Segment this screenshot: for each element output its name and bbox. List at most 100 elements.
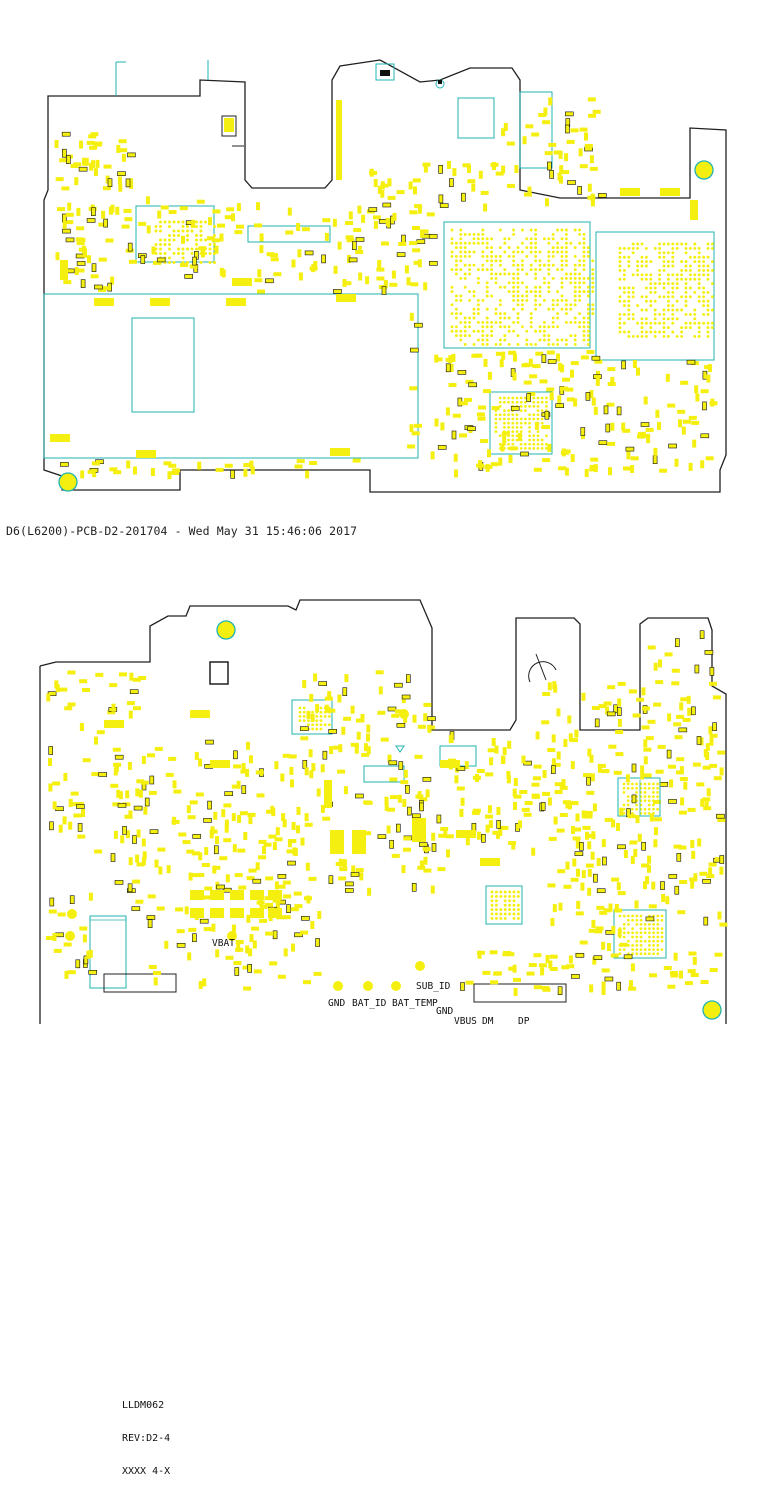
bga-ball [516, 285, 520, 289]
bga-ball [485, 237, 489, 241]
component-pad [94, 736, 98, 745]
bga-ball [684, 268, 688, 272]
component-pad [542, 458, 551, 463]
bga-ball [547, 241, 551, 245]
component-pad [63, 773, 68, 781]
component-pad [253, 969, 262, 974]
component-pad [275, 827, 280, 836]
bga-ball [618, 295, 622, 299]
bga-ball [666, 277, 670, 281]
component-pad [392, 212, 397, 221]
bga-ball [512, 899, 516, 903]
bga-ball [710, 321, 714, 325]
bga-ball [627, 264, 631, 268]
component-pad [581, 870, 586, 879]
bga-ball [520, 263, 524, 267]
bga-ball [551, 276, 555, 280]
bga-ball [622, 786, 626, 790]
component-pad [195, 792, 204, 797]
bga-ball [684, 312, 688, 316]
component-pad [471, 353, 480, 358]
component-pad [405, 674, 411, 683]
component-pad [65, 237, 75, 243]
component-pad [118, 791, 123, 800]
component-pad [411, 882, 417, 892]
component-pad [437, 867, 446, 872]
component-pad [593, 873, 598, 883]
component-pad [502, 435, 507, 444]
bga-ball [476, 237, 480, 241]
component-pad [378, 686, 383, 695]
bga-ball [591, 303, 595, 307]
component-pad [368, 207, 378, 212]
component-pad [440, 422, 445, 431]
bga-ball [702, 290, 706, 294]
bga-ball [463, 246, 467, 250]
bga-ball [454, 241, 458, 245]
component-pad [79, 926, 88, 931]
component-pad [607, 367, 616, 372]
bga-ball [524, 409, 527, 412]
testpoint-pad [399, 709, 409, 719]
bga-ball [503, 894, 507, 898]
component-pad [210, 890, 224, 900]
component-pad [478, 460, 482, 469]
bga-ball [622, 268, 626, 272]
bga-ball [643, 812, 647, 815]
component-pad [592, 803, 597, 812]
component-pad [119, 148, 128, 153]
component-pad [702, 370, 708, 380]
component-pad [561, 965, 570, 970]
bga-ball [450, 285, 454, 289]
bga-ball [680, 242, 684, 246]
component-pad [145, 196, 150, 205]
bga-ball [508, 912, 512, 916]
component-pad [580, 355, 589, 360]
bga-ball [702, 260, 706, 264]
bga-ball [658, 273, 662, 277]
component-pad [350, 872, 360, 877]
component-pad [423, 164, 428, 173]
bga-ball [503, 916, 507, 920]
bga-ball [693, 260, 697, 264]
bga-ball [635, 782, 638, 786]
component-pad [467, 179, 476, 184]
bga-ball [697, 282, 701, 286]
bga-ball [450, 325, 454, 329]
component-pad [637, 431, 646, 436]
component-pad [317, 911, 322, 919]
component-pad [566, 139, 575, 144]
component-pad [57, 912, 66, 917]
bga-ball [540, 421, 544, 425]
component-pad [322, 218, 331, 223]
component-pad [460, 797, 465, 806]
component-pad [425, 789, 430, 798]
component-pad [401, 234, 406, 244]
bga-ball [536, 413, 540, 417]
component-pad [484, 465, 493, 469]
bga-ball [643, 782, 647, 786]
bga-ball [532, 438, 536, 442]
component-pad [542, 770, 547, 778]
component-pad [272, 842, 277, 850]
bga-ball [560, 237, 564, 241]
component-pad [619, 942, 628, 947]
bga-ball [463, 272, 467, 276]
component-pad [557, 869, 566, 874]
component-pad [475, 774, 479, 782]
component-pad [394, 682, 403, 688]
bga-ball [459, 268, 463, 272]
component-pad [506, 183, 515, 188]
bga-ball [627, 918, 630, 922]
component-pad [496, 807, 501, 815]
component-pad [282, 915, 291, 920]
component-pad [570, 369, 574, 378]
bga-ball [635, 948, 639, 951]
bga-ball [516, 342, 520, 346]
bga-ball [503, 272, 507, 276]
component-pad [46, 693, 51, 702]
component-pad [396, 723, 406, 728]
component-pad [277, 884, 286, 889]
bga-ball [564, 237, 568, 241]
bga-ball [512, 298, 516, 302]
